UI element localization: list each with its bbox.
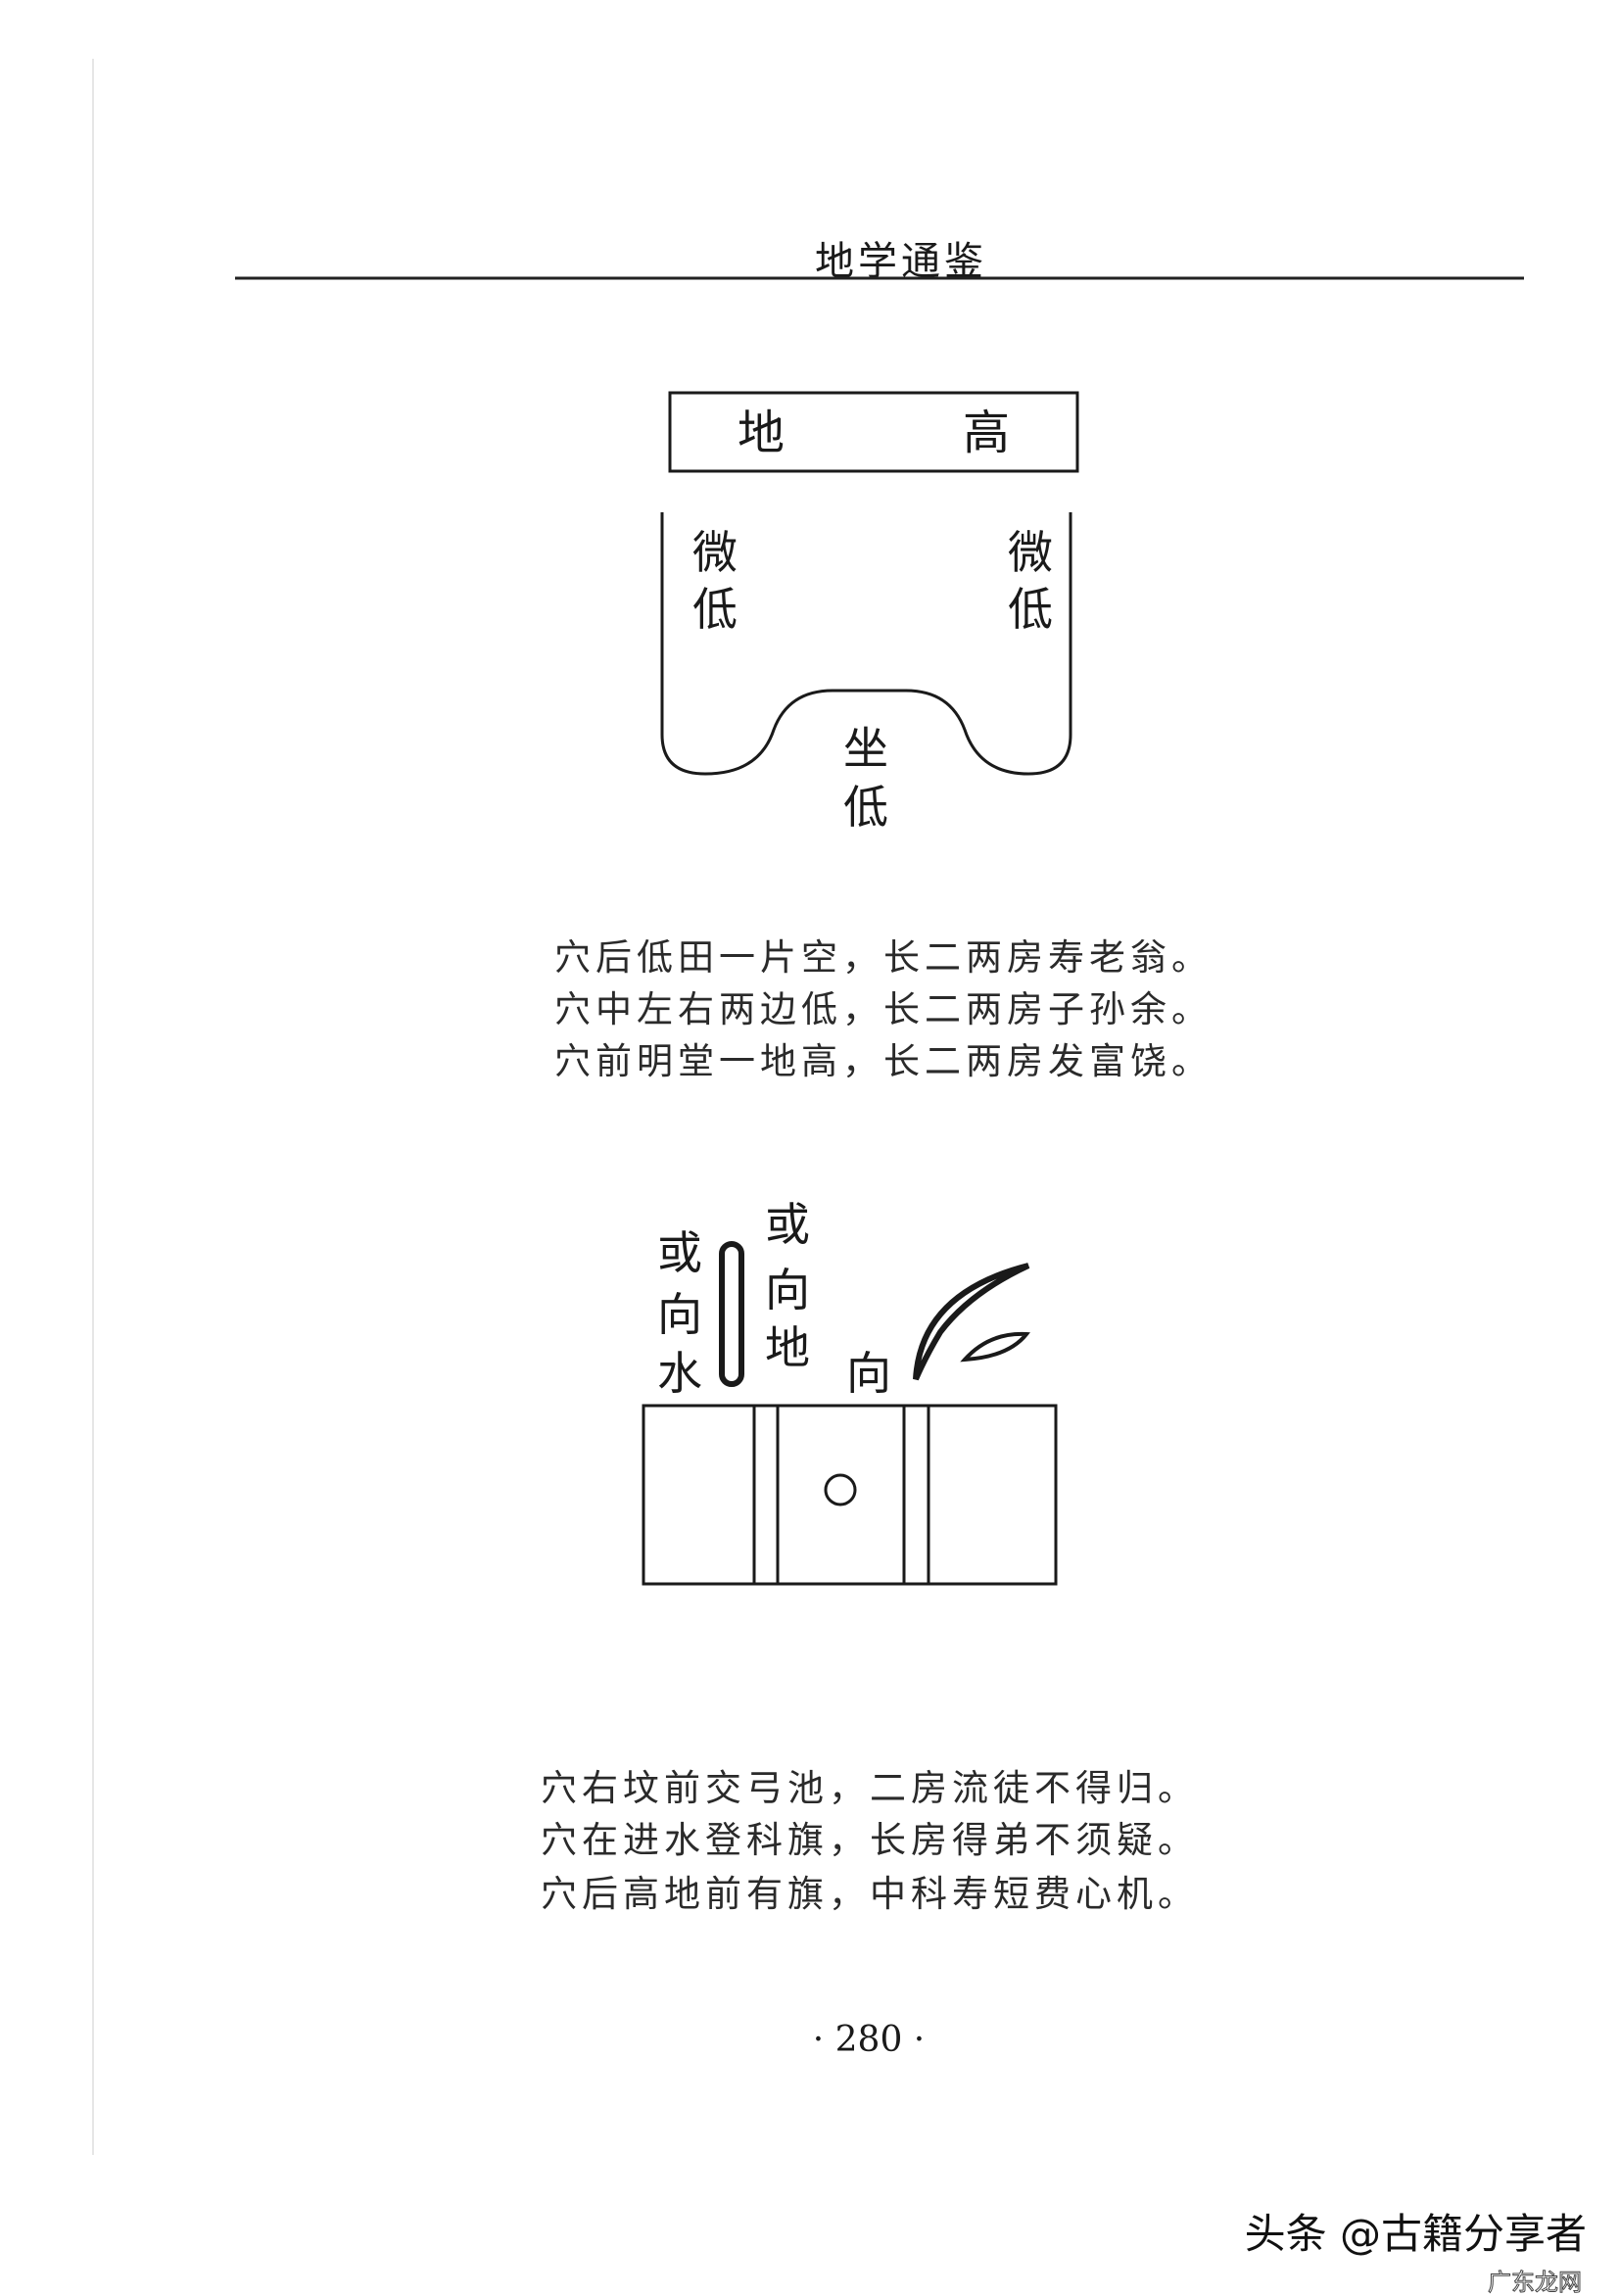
high-ground-left: 地 — [738, 406, 785, 460]
slight-label-right: 微 — [1008, 526, 1053, 579]
figure-2-diagram: 或 向 水 或 向 地 向 — [642, 1198, 1058, 1586]
verse-line: 穴前明堂一地高，长二两房发富饶。 — [554, 1040, 1213, 1082]
high-ground-box — [668, 391, 1079, 473]
tomb-outline — [660, 512, 1072, 776]
verse-1: 穴后低田一片空，长二两房寿老翁。 穴中左右两边低，长二两房子孙余。 穴前明堂一地… — [554, 936, 1213, 1082]
flag-leaf — [960, 1331, 1030, 1363]
seat-label: 坐 — [843, 722, 888, 775]
watermark-sub: 广东龙网 — [1488, 2269, 1582, 2296]
low-label-right: 低 — [1008, 583, 1053, 636]
or-toward-water-3: 水 — [657, 1347, 702, 1400]
or-toward-land-1: 或 — [765, 1198, 810, 1251]
or-toward-water-2: 向 — [657, 1288, 702, 1341]
watermark-main: 头条 @古籍分享者 — [1245, 2210, 1587, 2258]
page-number: · 280 · — [813, 2020, 926, 2060]
low-label-left: 低 — [692, 583, 738, 636]
or-toward-land-2: 向 — [765, 1264, 810, 1316]
verse-line: 穴中左右两边低，长二两房子孙余。 — [554, 988, 1213, 1030]
grave-plot-box — [642, 1404, 1058, 1586]
verse-line: 穴在进水登科旗，长房得弟不须疑。 — [541, 1819, 1199, 1861]
high-ground-right: 高 — [963, 406, 1010, 460]
slight-label-left: 微 — [692, 526, 738, 579]
figure-1-diagram: 地 高 微 低 微 低 坐 低 — [660, 391, 1079, 834]
or-toward-land-3: 地 — [765, 1321, 810, 1374]
or-toward-water-1: 或 — [657, 1226, 702, 1279]
bow-pond-crescent — [913, 1263, 1030, 1381]
facing-label: 向 — [846, 1347, 891, 1400]
verse-2: 穴右坟前交弓池，二房流徒不得归。 穴在进水登科旗，长房得弟不须疑。 穴后高地前有… — [541, 1767, 1199, 1915]
verse-line: 穴右坟前交弓池，二房流徒不得归。 — [541, 1767, 1199, 1809]
tomb-point-circle — [824, 1473, 857, 1507]
running-header: 地学通鉴 — [815, 239, 987, 284]
seat-low-label: 低 — [843, 781, 888, 834]
water-strip-oval — [719, 1241, 744, 1387]
verse-line: 穴后低田一片空，长二两房寿老翁。 — [554, 936, 1213, 979]
verse-line: 穴后高地前有旗，中科寿短费心机。 — [541, 1873, 1199, 1915]
